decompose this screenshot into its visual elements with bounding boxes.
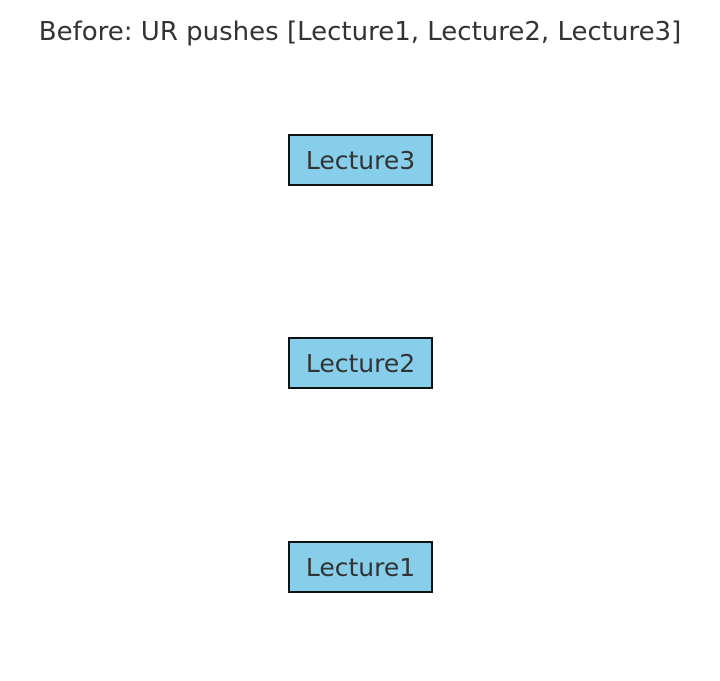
stack-box-top: Lecture3 [288,134,433,186]
stack-box-middle: Lecture2 [288,337,433,389]
stack-box-bottom: Lecture1 [288,541,433,593]
diagram-title: Before: UR pushes [Lecture1, Lecture2, L… [38,17,682,47]
